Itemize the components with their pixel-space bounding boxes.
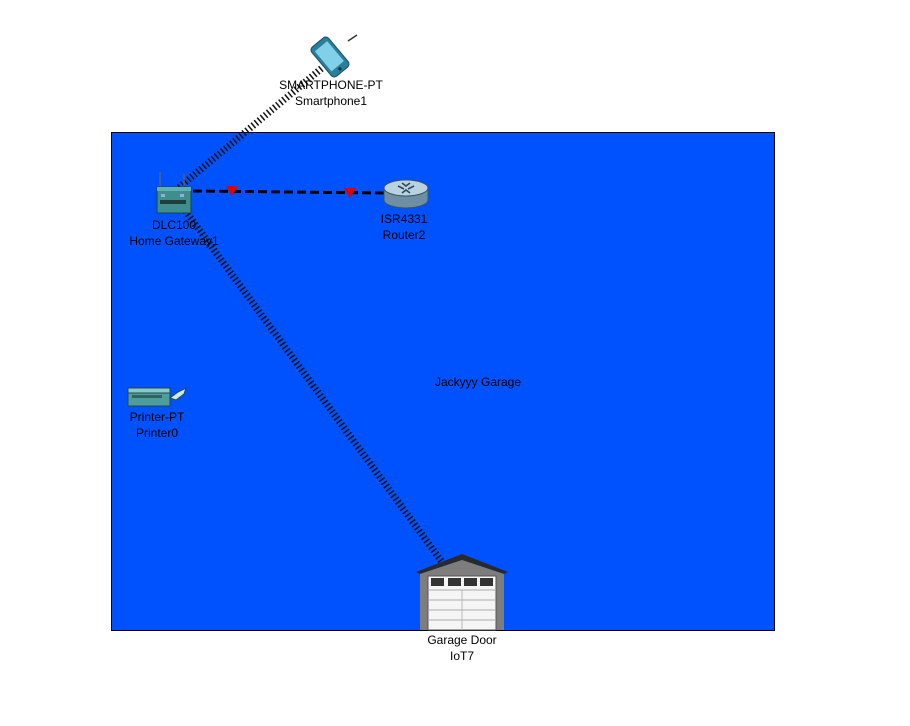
garage-door-icon [416,554,508,631]
device-name: Printer0 [135,426,179,440]
link-status-down-icon [344,188,356,198]
device-model: SMARTPHONE-PT [279,78,383,92]
garage-door-label: Garage Door IoT7 [427,632,496,664]
device-name: Smartphone1 [294,94,368,108]
device-model: Garage Door [427,633,497,647]
device-name: Router2 [382,228,426,242]
router-device[interactable] [381,178,431,210]
device-name: Home Gateway1 [129,234,219,248]
wired-link-gateway-router[interactable] [192,189,386,195]
smartphone-device[interactable] [302,33,362,79]
printer-label: Printer-PT Printer0 [130,409,185,441]
smartphone-icon [310,34,358,78]
home-gateway-icon [156,172,192,214]
router-label: ISR4331 Router2 [381,211,428,243]
home-gateway-label: DLC100 Home Gateway1 [129,217,218,249]
cluster-area[interactable] [111,132,775,631]
home-gateway-device[interactable] [154,170,194,216]
device-model: DLC100 [151,218,197,232]
link-status-down-icon [226,186,238,196]
cluster-area-label: Jackyyy Garage [435,375,522,389]
device-name: IoT7 [449,649,474,663]
garage-door-device[interactable] [414,552,510,632]
smartphone-label: SMARTPHONE-PT Smartphone1 [279,77,383,109]
printer-device[interactable] [126,384,190,410]
device-model: Printer-PT [129,410,185,424]
device-model: ISR4331 [380,212,428,226]
wireless-link-gateway-garage[interactable] [173,195,445,565]
router-icon [383,179,429,209]
printer-icon [127,387,187,407]
